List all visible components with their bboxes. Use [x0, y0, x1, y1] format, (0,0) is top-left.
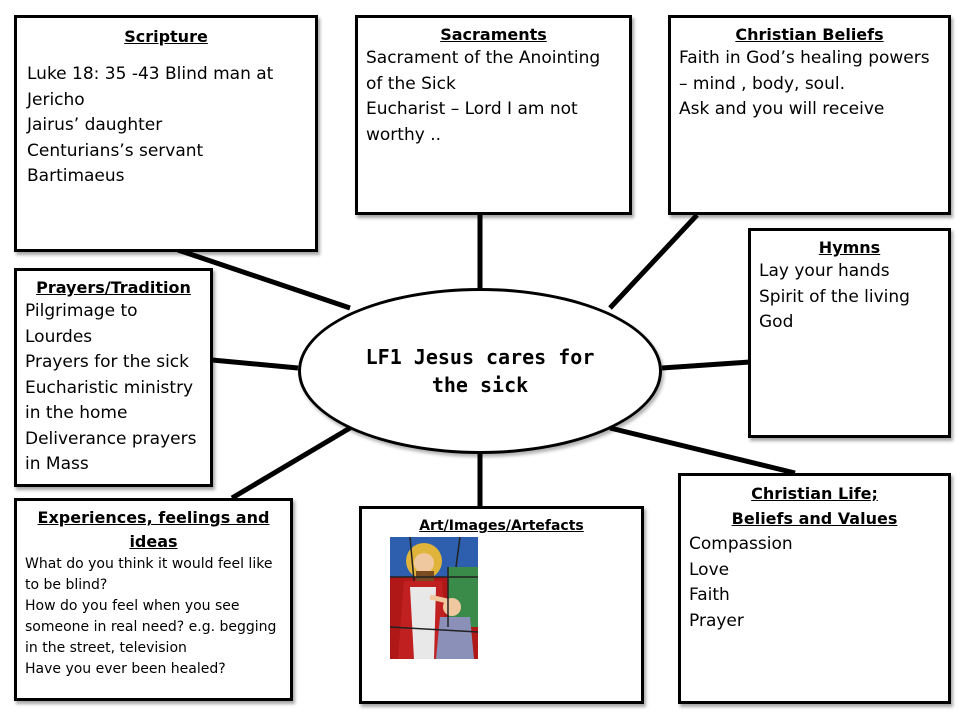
scripture-line: Centurians’s servant [27, 140, 204, 161]
life-line: Prayer [689, 610, 744, 631]
connector-scripture [177, 247, 351, 311]
scripture-box: Scripture Luke 18: 35 -43 Blind man at J… [14, 15, 318, 252]
beliefs-line: Faith in God’s healing powers – mind , b… [679, 48, 930, 94]
beliefs-title: Christian Beliefs [735, 25, 884, 44]
hymns-line: Spirit of the living God [759, 286, 910, 333]
hymns-line: Lay your hands [759, 261, 890, 281]
connector-life [609, 425, 796, 476]
prayers-box: Prayers/Tradition Pilgrimage to Lourdes … [14, 268, 213, 487]
scripture-line: Bartimaeus [27, 166, 125, 186]
life-line: Faith [689, 585, 730, 605]
central-topic-label: LF1 Jesus cares for the sick [365, 345, 595, 397]
connector-beliefs [608, 213, 699, 310]
experiences-box: Experiences, feelings and ideas What do … [14, 498, 293, 701]
connector-hymns [661, 359, 751, 371]
stained-glass-image [390, 537, 478, 659]
beliefs-line: Ask and you will receive [679, 99, 885, 119]
life-line: Compassion [689, 534, 793, 554]
experiences-line: What do you think it would feel like to … [25, 556, 273, 593]
connector-prayers [211, 357, 299, 371]
art-box: Art/Images/Artefacts [359, 506, 644, 704]
prayers-line: Pilgrimage to Lourdes [25, 301, 138, 347]
prayers-line: Deliverance prayers in Mass [25, 428, 197, 475]
sacraments-title: Sacraments [440, 25, 547, 44]
prayers-line: Eucharistic ministry in the home [25, 377, 194, 424]
prayers-line: Prayers for the sick [25, 352, 189, 372]
art-title: Art/Images/Artefacts [419, 518, 584, 534]
experiences-line: Have you ever been healed? [25, 661, 226, 677]
connector-experiences [230, 425, 352, 501]
life-box: Christian Life; Beliefs and Values Compa… [678, 473, 951, 704]
sacraments-box: Sacraments Sacrament of the Anointing of… [355, 15, 632, 215]
scripture-line: Jairus’ daughter [27, 115, 163, 135]
hymns-title: Hymns [818, 238, 881, 257]
central-topic: LF1 Jesus cares for the sick [298, 288, 662, 454]
life-subtitle: Beliefs and Values [731, 509, 898, 528]
life-line: Love [689, 559, 730, 580]
scripture-title: Scripture [124, 27, 208, 46]
beliefs-box: Christian Beliefs Faith in God’s healing… [668, 15, 951, 215]
life-title: Christian Life; [751, 484, 878, 503]
sacraments-line: Eucharist – Lord I am not worthy .. [366, 99, 578, 145]
sacraments-line: Sacrament of the Anointing of the Sick [366, 48, 601, 94]
experiences-title: Experiences, feelings and ideas [37, 508, 270, 551]
scripture-line: Luke 18: 35 -43 Blind man at Jericho [27, 64, 274, 110]
hymns-box: Hymns Lay your hands Spirit of the livin… [748, 228, 951, 438]
prayers-title: Prayers/Tradition [36, 278, 191, 297]
experiences-line: How do you feel when you see someone in … [25, 598, 277, 656]
